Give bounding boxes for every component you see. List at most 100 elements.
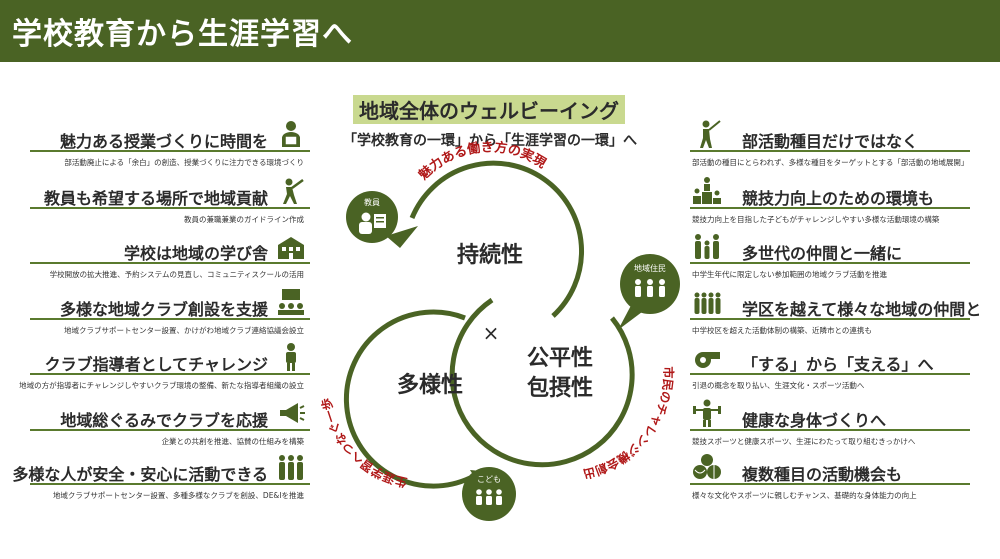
teacher-badge-label: 教員 xyxy=(364,197,380,207)
residents-icon xyxy=(635,279,665,297)
resident-badge-label: 地域住民 xyxy=(634,263,666,273)
family-icon xyxy=(695,234,719,259)
left-item-title: クラブ指導者としてチャレンジ xyxy=(44,355,268,374)
golfer-icon xyxy=(700,120,721,148)
left-item-title: 学校は地域の学び舎 xyxy=(123,244,268,263)
fitness-icon xyxy=(693,399,721,427)
circle-left-arc xyxy=(343,309,472,489)
right-item-desc: 競技スポーツと健康スポーツ、生涯にわたって取り組むきっかけへ xyxy=(692,437,916,446)
left-item-desc: 部活動廃止による「余白」の創造、授業づくりに注力できる環境づくり xyxy=(64,158,304,167)
right-item-divider xyxy=(690,207,970,209)
left-item-title: 地域総ぐるみでクラブを応援 xyxy=(60,411,268,430)
right-item-divider xyxy=(690,429,970,431)
children-icon xyxy=(476,489,502,505)
right-item-divider xyxy=(690,318,970,320)
right-item-title: 「する」から「支える」へ xyxy=(742,355,934,374)
header-bar: 学校教育から生涯学習へ xyxy=(0,0,1000,62)
diversity-label: 多様性 xyxy=(397,372,463,398)
teacher-at-computer-icon xyxy=(282,121,300,147)
right-item-title: 部活動種目だけではなく xyxy=(742,132,919,151)
left-item-divider xyxy=(30,150,310,152)
left-item-title: 魅力ある授業づくりに時間を xyxy=(59,132,268,151)
right-item-title: 多世代の仲間と一緒に xyxy=(742,244,903,263)
left-item-title: 多様な地域クラブ創設を支援 xyxy=(59,300,268,319)
left-item-divider xyxy=(30,318,310,320)
meeting-icon xyxy=(278,289,304,315)
arc-text-right-path: 市民のチャレンジ機会創出 xyxy=(582,366,676,482)
left-item-desc: 地域クラブサポートセンター設置、多種多様なクラブを創設、DE&Iを推進 xyxy=(52,491,304,500)
team-icon xyxy=(694,292,721,314)
left-item-divider xyxy=(30,207,310,209)
child-badge-label: こども xyxy=(477,475,501,484)
sustainability-label: 持続性 xyxy=(457,242,523,268)
left-item-5: クラブ指導者としてチャレンジ 地域の方が指導者にチャレンジしやすいクラブ環境の整… xyxy=(19,343,310,392)
circle-right-arc xyxy=(449,297,635,468)
arc-text-top: 魅力ある働き方の実現 xyxy=(416,139,549,183)
right-item-desc: 引退の概念を取り払い、生涯文化・スポーツ活動へ xyxy=(692,381,865,390)
page-title: 学校教育から生涯学習へ xyxy=(12,17,353,52)
right-item-2: 競技力向上のための環境も 競技力向上を目指した子どもがチャレンジしやすい多様な活… xyxy=(690,177,970,226)
coach-icon xyxy=(286,343,296,371)
left-item-divider xyxy=(30,429,310,431)
left-item-6: 地域総ぐるみでクラブを応援 企業との共創を推進、協賛の仕組みを構築 xyxy=(30,403,310,448)
right-item-desc: 競技力向上を目指した子どもがチャレンジしやすい多様な活動環境の構築 xyxy=(692,215,940,224)
right-item-title: 健康な身体づくりへ xyxy=(742,411,887,430)
left-item-4: 多様な地域クラブ創設を支援 地域クラブサポートセンター設置、かけがわ地域クラブ連… xyxy=(30,289,310,337)
left-item-7: 多様な人が安全・安心に活動できる 地域クラブサポートセンター設置、多種多様なクラ… xyxy=(12,455,310,502)
right-item-1: 部活動種目だけではなく 部活動の種目にとらわれず、多様な種目をターゲットとする「… xyxy=(690,120,970,169)
school-building-icon xyxy=(278,237,304,259)
left-item-title: 多様な人が安全・安心に活動できる xyxy=(12,465,268,484)
left-item-desc: 地域の方が指導者にチャレンジしやすいクラブ環境の整備、新たな指導者組織の設立 xyxy=(19,381,304,390)
right-item-6: 健康な身体づくりへ 競技スポーツと健康スポーツ、生涯にわたって取り組むきっかけへ xyxy=(690,399,970,448)
left-item-desc: 地域クラブサポートセンター設置、かけがわ地域クラブ連絡協議会設立 xyxy=(64,326,304,335)
arc-text-left: 生涯学習へつなぐ一歩 xyxy=(318,397,408,491)
left-item-desc: 教員の兼職兼業のガイドライン作成 xyxy=(184,215,304,224)
right-item-title: 競技力向上のための環境も xyxy=(742,189,935,208)
child-badge: こども xyxy=(462,467,516,521)
right-item-desc: 中学生年代に限定しない参加範囲の地域クラブ活動を推進 xyxy=(692,270,887,279)
inclusion-label: 包摂性 xyxy=(527,375,593,401)
right-item-title: 学区を越えて様々な地域の仲間と xyxy=(742,300,982,319)
right-item-title: 複数種目の活動機会も xyxy=(742,465,903,484)
group-icon xyxy=(279,455,303,480)
right-item-divider xyxy=(690,483,970,485)
right-item-desc: 部活動の種目にとらわれず、多様な種目をターゲットとする「部活動の地域展開」 xyxy=(692,158,969,167)
left-item-1: 魅力ある授業づくりに時間を 部活動廃止による「余白」の創造、授業づくりに注力でき… xyxy=(30,121,310,169)
megaphone-icon xyxy=(280,403,305,423)
left-item-divider xyxy=(30,373,310,375)
arc-text-right: 市民のチャレンジ機会創出 xyxy=(582,366,676,482)
right-item-5: 「する」から「支える」へ 引退の概念を取り払い、生涯文化・スポーツ活動へ xyxy=(690,352,970,392)
left-item-2: 教員も希望する場所で地域貢献 教員の兼職兼業のガイドライン作成 xyxy=(30,178,310,226)
right-item-desc: 様々な文化やスポーツに親しむチャンス、基礎的な身体能力の向上 xyxy=(692,491,917,500)
balls-icon xyxy=(693,454,721,479)
arc-text-top-path: 魅力ある働き方の実現 xyxy=(416,139,549,183)
center-title-text: 地域全体のウェルビーイング xyxy=(353,95,625,124)
right-item-7: 複数種目の活動機会も 様々な文化やスポーツに親しむチャンス、基礎的な身体能力の向… xyxy=(690,454,970,502)
left-item-title: 教員も希望する場所で地域貢献 xyxy=(43,189,268,208)
right-item-3: 多世代の仲間と一緒に 中学生年代に限定しない参加範囲の地域クラブ活動を推進 xyxy=(690,234,970,281)
circle-top-arc xyxy=(409,160,584,318)
center-title: 地域全体のウェルビーイング xyxy=(344,95,634,124)
teacher-icon xyxy=(359,212,386,234)
right-item-divider xyxy=(690,262,970,264)
podium-icon xyxy=(693,177,721,204)
teacher-badge-tail xyxy=(386,226,418,248)
cross-symbol: × xyxy=(483,321,500,345)
batter-icon xyxy=(283,178,304,204)
left-item-desc: 企業との共創を推進、協賛の仕組みを構築 xyxy=(161,437,304,446)
whistle-icon xyxy=(695,352,720,368)
right-item-divider xyxy=(690,150,970,152)
left-item-divider xyxy=(30,483,310,485)
right-item-desc: 中学校区を超えた活動体制の構築、近隣市との連携も xyxy=(692,326,872,335)
right-item-divider xyxy=(690,373,970,375)
teacher-badge: 教員 xyxy=(346,191,398,243)
left-item-3: 学校は地域の学び舎 学校開放の拡大推進、予約システムの見直し、コミュニティスクー… xyxy=(30,237,310,281)
center-subtitle: 「学校教育の一環」から「生涯学習の一環」へ xyxy=(343,133,637,149)
equity-label: 公平性 xyxy=(527,346,593,371)
left-item-desc: 学校開放の拡大推進、予約システムの見直し、コミュニティスクールの活用 xyxy=(49,270,304,279)
resident-badge: 地域住民 xyxy=(620,254,680,314)
arc-text-left-path: 生涯学習へつなぐ一歩 xyxy=(318,397,408,491)
right-item-4: 学区を越えて様々な地域の仲間と 中学校区を超えた活動体制の構築、近隣市との連携も xyxy=(690,292,981,337)
left-item-divider xyxy=(30,262,310,264)
